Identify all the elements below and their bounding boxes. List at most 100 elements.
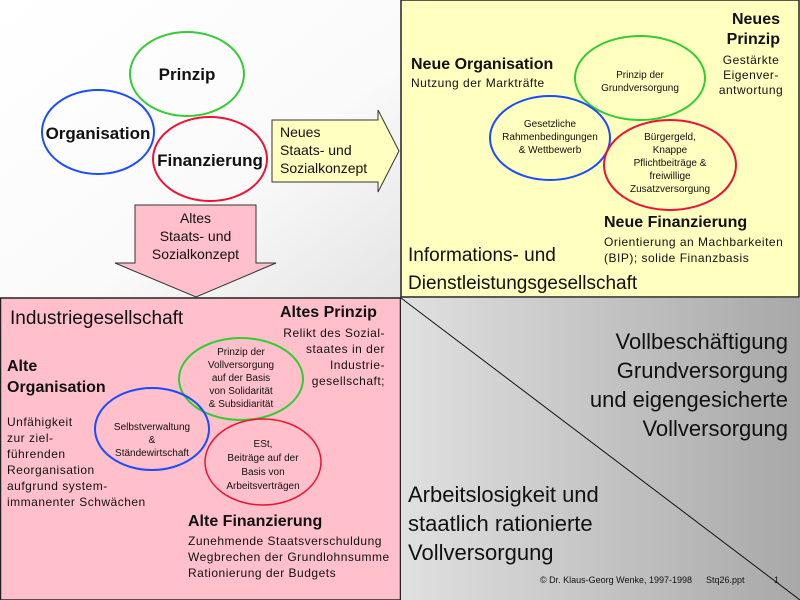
text-line: & Subsidiarität: [208, 399, 274, 410]
circle-old-finanzierung: [204, 418, 322, 506]
label-prinzip: Prinzip: [158, 65, 216, 84]
text-line: Grundversorgung: [601, 83, 679, 94]
text-line: Sozialkonzept: [151, 246, 240, 262]
alte-organisation-desc: Unfähigkeit zur ziel- führenden Reorgani…: [7, 414, 146, 510]
text-line: Grundversorgung: [616, 358, 788, 383]
text-line: Neues: [280, 124, 321, 140]
circle-old-prinzip: [178, 337, 304, 421]
unemployment-text: Arbeitslosigkeit und staatlich rationier…: [408, 480, 599, 567]
arrow-old-label: Altes Staats- und Sozialkonzept: [135, 209, 256, 263]
text-line: aufgrund system-: [7, 479, 108, 493]
text-line: Ständewirtschaft: [115, 448, 189, 459]
text-line: Gestärkte: [722, 53, 780, 67]
arrow-down-old-concept: [114, 204, 277, 298]
text-line: Staats- und: [159, 228, 232, 244]
text-line: Orientierung an Machbarkeiten: [604, 235, 784, 249]
circle-new-finanzierung-text: Bürgergeld, Knappe Pflichtbeiträge & fre…: [605, 131, 735, 196]
alte-finanzierung-title: Alte Finanzierung: [188, 513, 323, 530]
text-line: Knappe: [652, 145, 688, 156]
text-line: Unfähigkeit: [7, 415, 73, 429]
circle-finanzierung: [152, 116, 268, 202]
text-line: auf der Basis: [211, 373, 271, 384]
society-new: Informations- und Dienstleistungsgesells…: [408, 242, 637, 298]
text-line: gesellschaft;: [311, 374, 385, 388]
footer-page-number: 1: [774, 575, 780, 585]
neue-organisation-title: Neue Organisation: [411, 56, 554, 73]
neues-prinzip-desc: Gestärkte Eigenver- antwortung: [712, 53, 790, 98]
footer-filename: Stq26.ppt: [706, 575, 745, 585]
text-line: Rationierung der Budgets: [188, 566, 337, 580]
neue-finanzierung-title: Neue Finanzierung: [604, 214, 748, 231]
text-line: Zunehmende Staatsverschuldung: [188, 534, 382, 548]
text-line: Altes: [179, 210, 212, 226]
circle-new-finanzierung: [603, 119, 737, 211]
diagonal-divider: [400, 297, 800, 600]
text-line: Reorganisation: [7, 463, 95, 477]
text-line: Prinzip: [726, 31, 780, 48]
alte-organisation-title: Alte Organisation: [7, 356, 106, 398]
text-line: Neues: [731, 11, 780, 28]
arrow-right-new-concept: [271, 109, 400, 193]
text-line: Vollversorgung: [207, 360, 275, 371]
text-line: Prinzip der: [217, 347, 265, 358]
circle-organisation: [41, 89, 155, 175]
circle-new-prinzip: [574, 35, 706, 121]
text-line: Industrie-: [329, 358, 385, 372]
circle-new-organisation-text: Gesetzliche Rahmenbedingungen & Wettbewe…: [490, 118, 610, 157]
text-line: Gesetzliche: [523, 119, 577, 130]
text-line: Selbstverwaltung: [113, 422, 191, 433]
society-old: Industriegesellschaft: [10, 308, 184, 329]
text-line: immanenter Schwächen: [7, 495, 146, 509]
text-line: ESt,: [253, 439, 273, 450]
arrow-new-label: Neues Staats- und Sozialkonzept: [280, 123, 367, 177]
text-line: Alte: [7, 358, 38, 375]
circle-new-organisation: [489, 95, 611, 181]
text-line: und eigengesicherte: [589, 387, 788, 412]
text-line: Zusatzversorgung: [629, 184, 711, 195]
full-employment-text: Vollbeschäftigung Grundversorgung und ei…: [590, 327, 788, 443]
text-line: Rahmenbedingungen: [502, 132, 598, 143]
text-line: Organisation: [7, 379, 106, 396]
text-line: Pflichtbeiträge &: [633, 158, 707, 169]
altes-prinzip-title: Altes Prinzip: [280, 304, 377, 321]
alte-finanzierung-desc: Zunehmende Staatsverschuldung Wegbrechen…: [188, 533, 390, 581]
circle-prinzip: [129, 31, 245, 117]
text-line: Basis von: [241, 467, 285, 478]
text-line: Sozialkonzept: [280, 160, 368, 176]
circle-old-prinzip-text: Prinzip der Vollversorgung auf der Basis…: [181, 346, 301, 411]
text-line: antwortung: [718, 83, 784, 97]
circle-old-finanzierung-text: ESt, Beiträge auf der Basis von Arbeitsv…: [205, 438, 321, 494]
text-line: Arbeitsverträgen: [226, 481, 300, 492]
footer-copyright: © Dr. Klaus-Georg Wenke, 1997-1998: [540, 575, 693, 585]
text-line: Vollversorgung: [408, 540, 554, 565]
text-line: von Solidarität: [209, 386, 273, 397]
text-line: staates in der: [305, 342, 385, 356]
neue-organisation-desc: Nutzung der Markträfte: [411, 76, 545, 90]
text-line: Relikt des Sozial-: [283, 326, 385, 340]
text-line: Bürgergeld,: [644, 132, 696, 143]
text-line: Arbeitslosigkeit und: [408, 482, 599, 507]
text-line: Vollbeschäftigung: [615, 329, 788, 354]
label-organisation: Organisation: [45, 124, 151, 143]
text-line: & Wettbewerb: [518, 145, 582, 156]
text-line: Staats- und: [280, 142, 352, 158]
altes-prinzip-desc: Relikt des Sozial- staates in der Indust…: [283, 325, 385, 389]
text-line: Dienstleistungsgesellschaft: [408, 273, 638, 294]
text-line: zur ziel-: [7, 431, 54, 445]
text-line: Prinzip der: [616, 70, 664, 81]
text-line: Beiträge auf der: [227, 453, 299, 464]
text-line: freiwillige: [649, 171, 691, 182]
label-finanzierung: Finanzierung: [157, 151, 263, 170]
text-line: Wegbrechen der Grundlohnsumme: [188, 550, 390, 564]
circle-old-organisation: [94, 387, 210, 471]
text-line: Vollversorgung: [642, 416, 788, 441]
text-line: führenden: [7, 447, 66, 461]
text-line: &: [148, 435, 156, 446]
circle-new-prinzip-text: Prinzip der Grundversorgung: [580, 69, 700, 95]
text-line: staatlich rationierte: [408, 511, 593, 536]
text-line: Informations- und: [408, 245, 556, 266]
neue-finanzierung-desc: Orientierung an Machbarkeiten (BIP); sol…: [604, 234, 783, 266]
text-line: Eigenver-: [723, 68, 779, 82]
circle-old-organisation-text: Selbstverwaltung & Ständewirtschaft: [95, 421, 209, 460]
